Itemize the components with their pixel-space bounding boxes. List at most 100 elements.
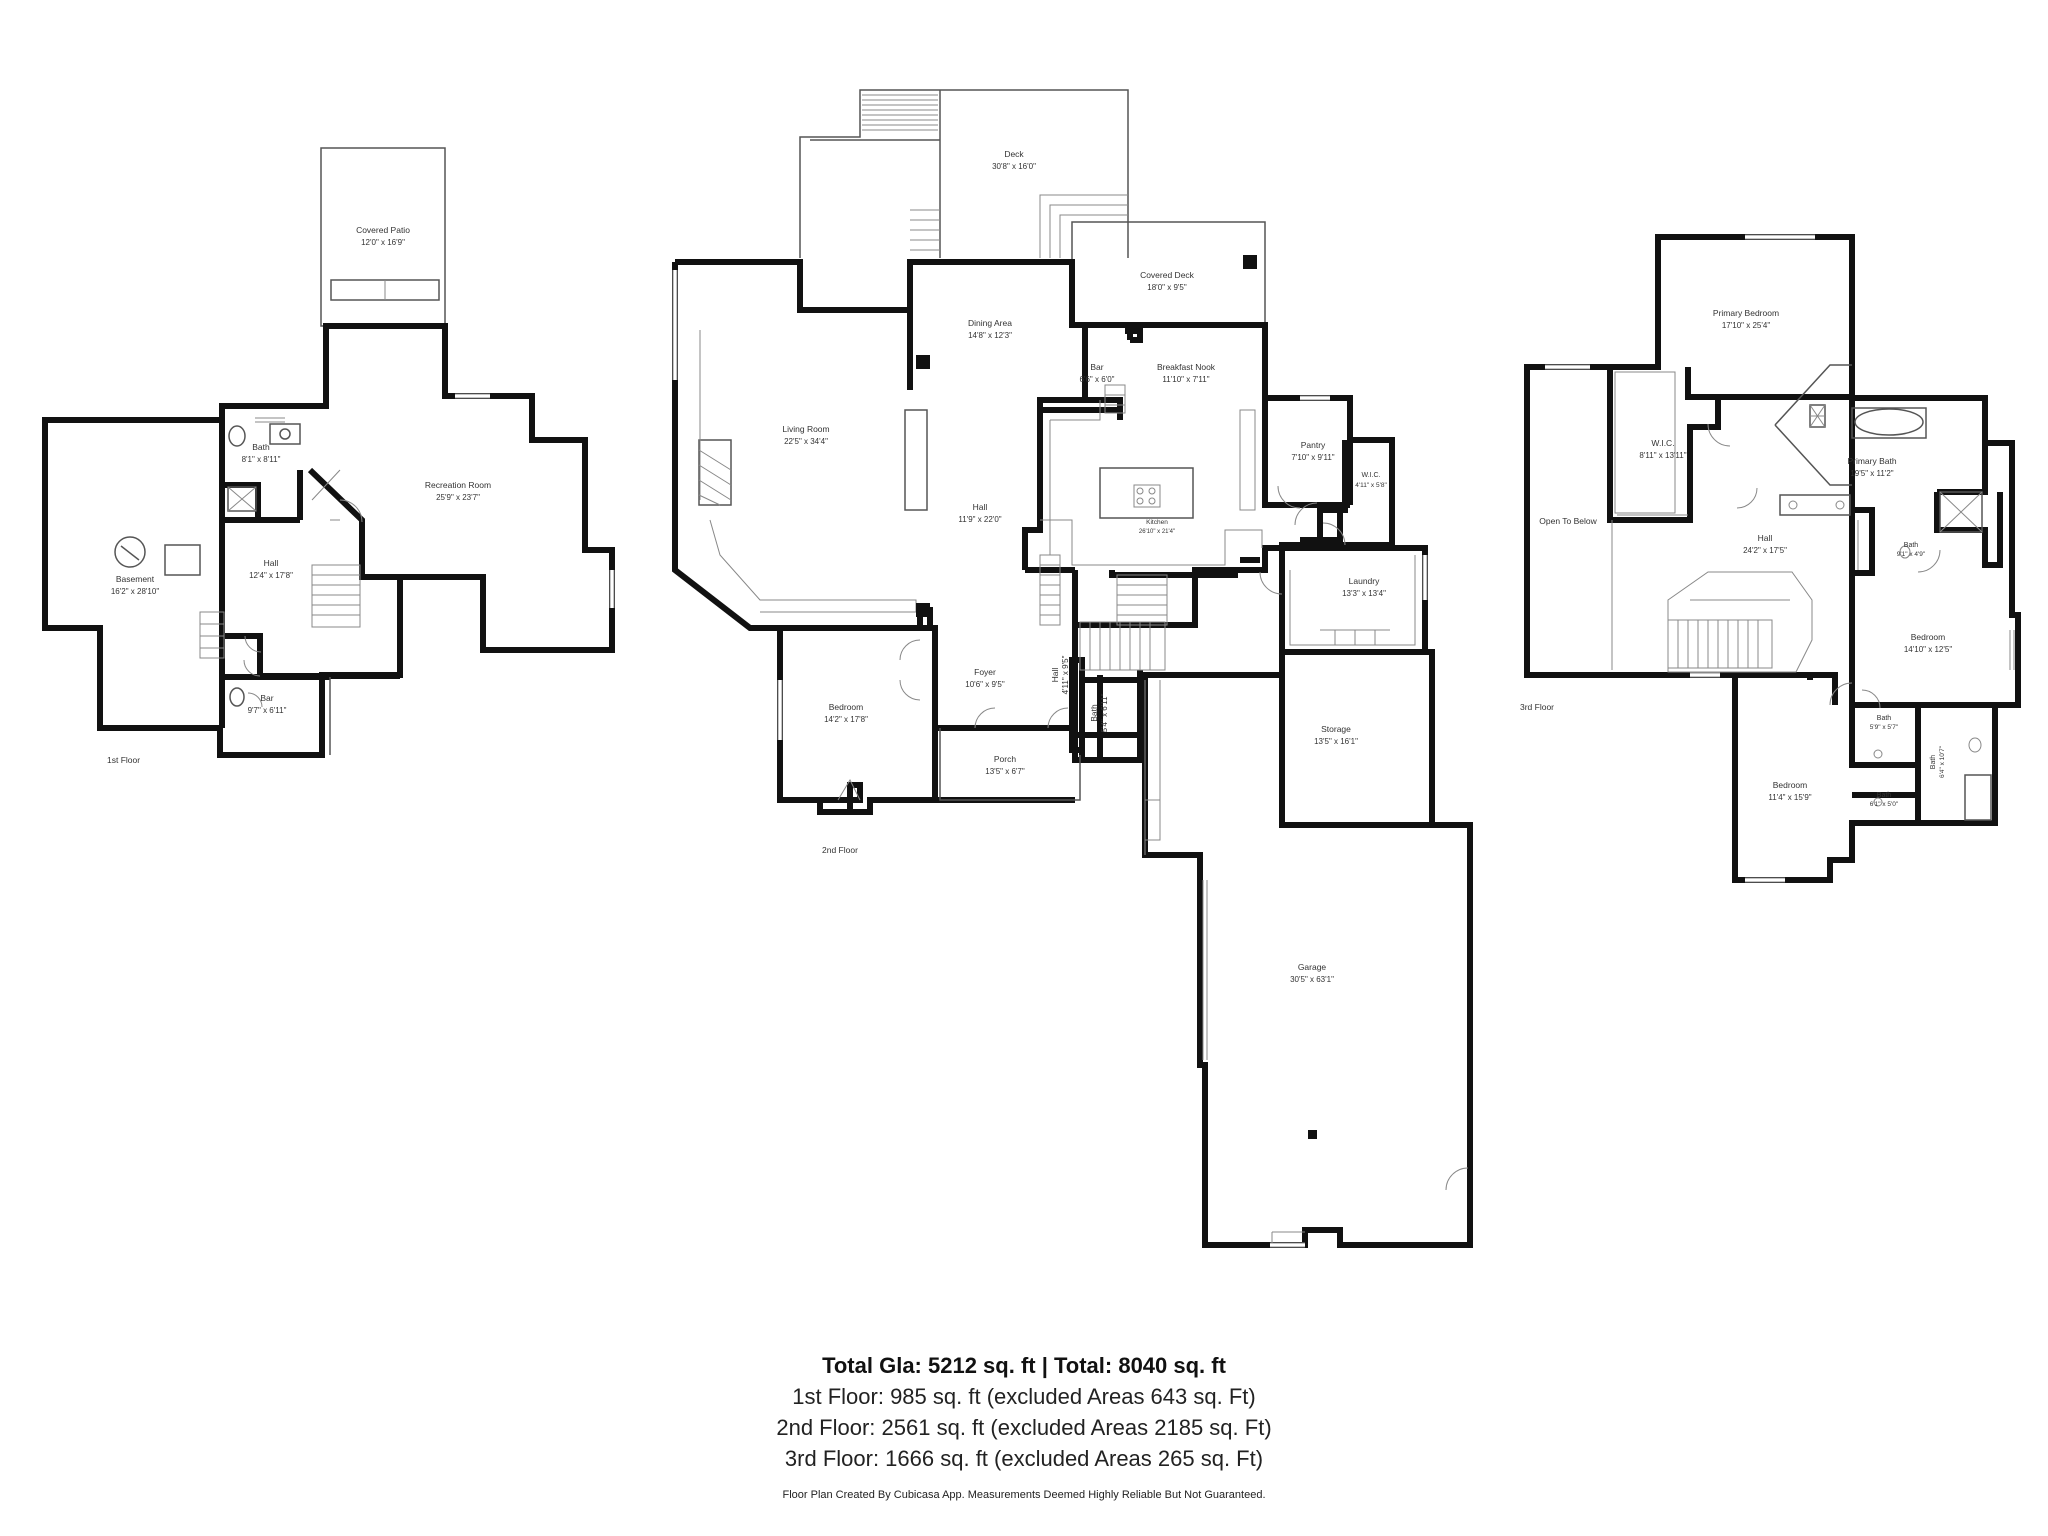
svg-text:13'3" x 13'4": 13'3" x 13'4" [1342, 589, 1386, 598]
second-floor-interior-walls [907, 310, 1395, 760]
deck-stairs [862, 94, 1128, 258]
room-label-bar-2: Bar 6'6" x 6'0" [1080, 362, 1115, 384]
svg-text:Hall: Hall [1758, 533, 1773, 543]
room-label-foyer: Foyer 10'6" x 9'5" [965, 667, 1005, 689]
svg-text:5'4" x 6'11": 5'4" x 6'11" [1100, 693, 1109, 732]
room-label-hall-1: Hall 12'4" x 17'8" [249, 558, 293, 580]
svg-text:8'1" x 8'11": 8'1" x 8'11" [242, 455, 281, 464]
floor-label-2nd: 2nd Floor [822, 845, 858, 855]
room-label-hall-2: Hall 11'9" x 22'0" [958, 502, 1001, 524]
svg-text:Hall: Hall [973, 502, 988, 512]
svg-text:13'5" x 16'1": 13'5" x 16'1" [1314, 737, 1358, 746]
room-label-basement: Basement 16'2" x 28'10" [111, 574, 159, 596]
svg-text:Kitchen: Kitchen [1146, 519, 1168, 526]
svg-text:12'0" x 16'9": 12'0" x 16'9" [361, 238, 405, 247]
room-label-wic-3: W.I.C. 8'11" x 13'11" [1639, 438, 1686, 460]
room-label-breakfast-nook: Breakfast Nook 11'10" x 7'11" [1157, 362, 1216, 384]
svg-text:Bar: Bar [260, 693, 273, 703]
bathtub [1854, 408, 1924, 436]
room-label-covered-deck: Covered Deck 18'0" x 9'5" [1140, 270, 1195, 292]
third-floor-interior-walls [1607, 367, 2003, 823]
svg-text:Pantry: Pantry [1301, 440, 1326, 450]
room-label-bedroom-3b: Bedroom 11'4" x 15'9" [1768, 780, 1811, 802]
svg-text:Bath: Bath [1089, 704, 1099, 722]
room-label-porch: Porch 13'5" x 6'7" [985, 754, 1025, 776]
room-label-garage: Garage 30'5" x 63'1" [1290, 962, 1334, 984]
room-label-hall-2b: Hall 4'11" x 9'5" [1050, 655, 1070, 694]
bedroom-2-wall [777, 628, 938, 815]
room-label-hall-3: Hall 24'2" x 17'5" [1743, 533, 1787, 555]
room-label-bath-2: Bath 5'4" x 6'11" [1089, 693, 1109, 732]
svg-text:Bedroom: Bedroom [1911, 632, 1946, 642]
fireplace [698, 439, 732, 506]
disclaimer: Floor Plan Created By Cubicasa App. Meas… [782, 1489, 1266, 1501]
svg-text:Dining Area: Dining Area [968, 318, 1012, 328]
svg-text:Garage: Garage [1298, 962, 1327, 972]
room-label-bath-1: Bath 8'1" x 8'11" [242, 442, 281, 464]
svg-text:W.I.C.: W.I.C. [1361, 472, 1380, 479]
room-label-kitchen: Kitchen 26'10" x 21'4" [1139, 519, 1175, 535]
floor-label-1st: 1st Floor [107, 755, 140, 765]
svg-text:Bath: Bath [252, 442, 270, 452]
room-label-bedroom-3a: Bedroom 14'10" x 12'5" [1904, 632, 1952, 654]
svg-text:W.I.C.: W.I.C. [1651, 438, 1674, 448]
svg-text:16'2" x 28'10": 16'2" x 28'10" [111, 587, 159, 596]
floor1-area-line: 1st Floor: 985 sq. ft (excluded Areas 64… [792, 1384, 1256, 1409]
floor3-area-line: 3rd Floor: 1666 sq. ft (excluded Areas 2… [784, 1446, 1264, 1471]
svg-text:30'5" x 63'1": 30'5" x 63'1" [1290, 975, 1334, 984]
svg-text:Covered Deck: Covered Deck [1140, 270, 1195, 280]
svg-text:Bedroom: Bedroom [1773, 780, 1808, 790]
room-label-laundry: Laundry 13'3" x 13'4" [1342, 576, 1386, 598]
svg-text:Storage: Storage [1321, 724, 1351, 734]
room-label-living-room: Living Room 22'5" x 34'4" [782, 424, 829, 446]
svg-text:9'1" x 4'9": 9'1" x 4'9" [1897, 551, 1926, 558]
room-label-bar-1: Bar 9'7" x 6'11" [248, 693, 287, 715]
first-floor-exterior-wall [42, 323, 615, 758]
first-floor-plan: Covered Patio 12'0" x 16'9" Bath 8'1" x … [42, 147, 615, 765]
svg-text:Covered Patio: Covered Patio [356, 225, 410, 235]
svg-text:30'8" x 16'0": 30'8" x 16'0" [992, 162, 1036, 171]
svg-text:13'5" x 6'7": 13'5" x 6'7" [985, 767, 1025, 776]
svg-text:6'4" x 10'7": 6'4" x 10'7" [1939, 745, 1946, 778]
first-floor-interior-walls [219, 420, 400, 728]
svg-text:17'10" x 25'4": 17'10" x 25'4" [1722, 321, 1770, 330]
third-floor-plan: Primary Bedroom 17'10" x 25'4" W.I.C. 8'… [1520, 234, 2021, 883]
room-label-open-to-below: Open To Below [1539, 516, 1597, 526]
room-label-bath-3b: Bath 5'9" x 5'7" [1870, 715, 1899, 731]
svg-text:14'8" x 12'3": 14'8" x 12'3" [968, 331, 1012, 340]
svg-text:Foyer: Foyer [974, 667, 996, 677]
room-label-bath-3c: Bath 6'4" x 10'7" [1930, 745, 1946, 778]
living-room-counter [904, 409, 928, 511]
floor-label-3rd: 3rd Floor [1520, 702, 1554, 712]
kitchen-island [1099, 467, 1194, 519]
svg-text:Laundry: Laundry [1349, 576, 1380, 586]
svg-text:7'10" x 9'11": 7'10" x 9'11" [1291, 453, 1334, 462]
primary-bath-angled-wall [1774, 364, 1852, 426]
svg-text:5'9" x 5'7": 5'9" x 5'7" [1870, 724, 1899, 731]
svg-text:9'7" x 6'11": 9'7" x 6'11" [248, 706, 287, 715]
svg-text:11'4" x 15'9": 11'4" x 15'9" [1768, 793, 1811, 802]
svg-text:Bar: Bar [1090, 362, 1103, 372]
svg-text:4'11" x 5'8": 4'11" x 5'8" [1355, 482, 1387, 489]
porch-outline [939, 728, 1081, 801]
room-label-pantry: Pantry 7'10" x 9'11" [1291, 440, 1334, 462]
svg-text:Bath: Bath [1877, 715, 1892, 722]
room-label-bedroom-2: Bedroom 14'2" x 17'8" [824, 702, 868, 724]
svg-text:Porch: Porch [994, 754, 1016, 764]
room-label-storage: Storage 13'5" x 16'1" [1314, 724, 1358, 746]
svg-text:19'5" x 11'2": 19'5" x 11'2" [1850, 469, 1893, 478]
svg-text:Bath: Bath [1930, 755, 1937, 770]
svg-text:6'1" x 5'0": 6'1" x 5'0" [1870, 801, 1899, 808]
room-label-bath-3a: Bath 9'1" x 4'9" [1897, 542, 1926, 558]
svg-text:Deck: Deck [1004, 149, 1024, 159]
svg-text:12'4" x 17'8": 12'4" x 17'8" [249, 571, 293, 580]
svg-text:Basement: Basement [116, 574, 155, 584]
room-label-dining-area: Dining Area 14'8" x 12'3" [968, 318, 1012, 340]
svg-text:14'2" x 17'8": 14'2" x 17'8" [824, 715, 868, 724]
svg-text:14'10" x 12'5": 14'10" x 12'5" [1904, 645, 1952, 654]
svg-text:Bath: Bath [1877, 792, 1892, 799]
svg-text:Bedroom: Bedroom [829, 702, 864, 712]
svg-text:4'11" x 9'5": 4'11" x 9'5" [1061, 655, 1070, 694]
svg-text:8'11" x 13'11": 8'11" x 13'11" [1639, 451, 1686, 460]
